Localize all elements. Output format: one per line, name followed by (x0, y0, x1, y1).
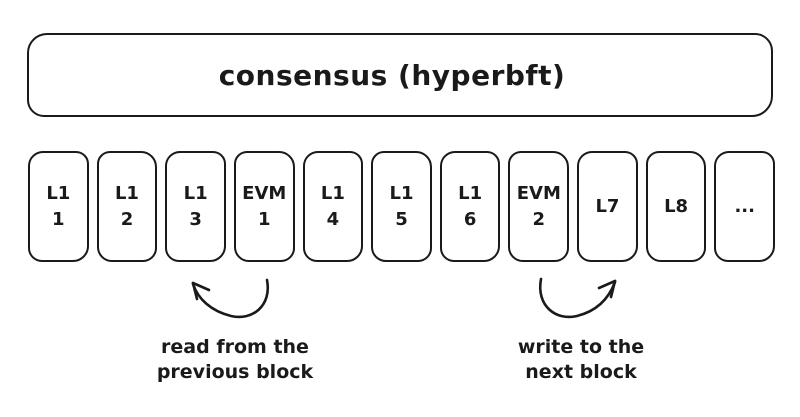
block-label: 5 (395, 208, 408, 230)
block-label: 4 (326, 208, 340, 230)
write-arrow-icon (538, 277, 617, 319)
block-label: L7 (595, 195, 620, 217)
block-label: L1 (46, 182, 71, 204)
block-evm-1: EVM 1 (233, 151, 295, 262)
block-l1-2: L1 2 (96, 151, 158, 262)
block-l1-6: L1 6 (439, 151, 501, 262)
block-l1-3: L1 3 (165, 151, 226, 262)
write-annotation-line1: write to the (517, 336, 645, 358)
consensus-label: consensus (hyperbft) (218, 58, 566, 92)
read-arrow-icon (191, 278, 270, 319)
block-label: EVM (516, 182, 561, 204)
block-l1-5: L1 5 (371, 151, 432, 262)
read-annotation-line2: previous block (156, 361, 314, 383)
read-annotation-line1: read from the (161, 336, 309, 358)
block-l1-4: L1 4 (302, 151, 364, 262)
write-annotation-line2: next block (525, 361, 637, 383)
block-label: ... (734, 195, 755, 217)
block-label: L8 (664, 195, 689, 217)
block-label: EVM (242, 182, 287, 204)
block-label: L1 (389, 182, 414, 204)
block-evm-2: EVM 2 (508, 151, 570, 262)
block-label: L1 (458, 182, 483, 204)
block-label: 1 (257, 208, 271, 230)
block-label: 3 (189, 208, 202, 230)
block-ellipsis: ... (714, 151, 776, 262)
block-l1-1: L1 1 (28, 151, 89, 262)
block-chain-row: L1 1 L1 2 L1 3 EVM 1 L1 4 L1 5 L1 6 EVM (28, 151, 776, 262)
consensus-box: consensus (hyperbft) (27, 33, 773, 117)
block-label: 6 (463, 208, 477, 230)
read-annotation: read from the previous block (135, 335, 335, 385)
block-label: 2 (532, 208, 546, 230)
block-l8: L8 (645, 151, 707, 262)
block-label: L1 (114, 182, 139, 204)
block-label: L1 (183, 182, 208, 204)
block-l7: L7 (577, 151, 638, 262)
block-label: 1 (52, 208, 65, 230)
write-annotation: write to the next block (481, 335, 681, 385)
block-label: 2 (120, 208, 134, 230)
block-label: L1 (320, 182, 345, 204)
